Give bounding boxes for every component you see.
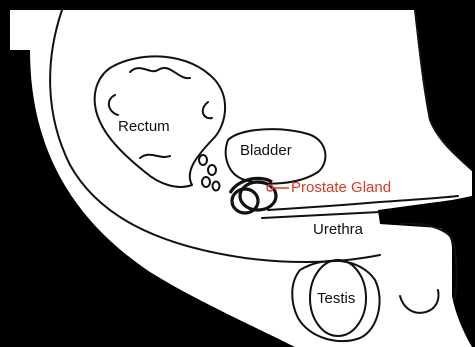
testis-label: Testis xyxy=(317,291,355,306)
rectum-label: Rectum xyxy=(118,119,170,134)
prostate-gland-label: Prostate Gland xyxy=(291,180,391,195)
top-white-band xyxy=(10,10,472,50)
bladder-label: Bladder xyxy=(240,143,292,158)
urethra-label: Urethra xyxy=(313,222,363,237)
